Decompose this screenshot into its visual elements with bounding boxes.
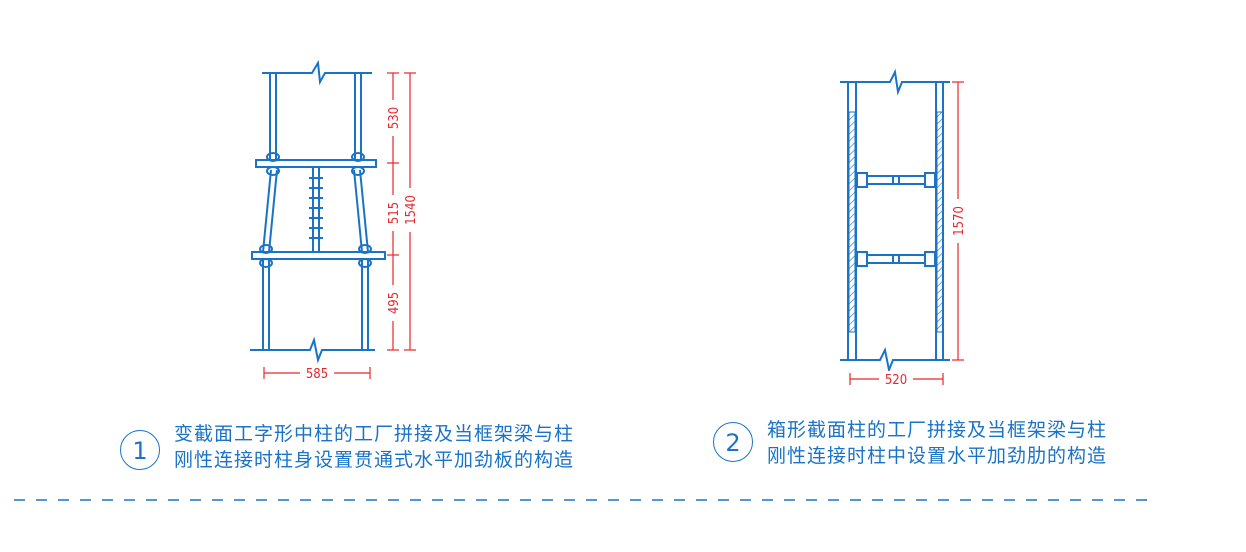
caption-2-line-2: 刚性连接时柱中设置水平加劲肋的构造 <box>767 445 1108 467</box>
break-line-bottom-1 <box>250 336 375 364</box>
break-line-top-2 <box>840 68 950 96</box>
caption-1-line-2: 刚性连接时柱身设置贯通式水平加劲板的构造 <box>174 449 575 471</box>
dim-bottom-495: 495 <box>387 292 402 314</box>
upper-stiffener-plate <box>255 159 377 168</box>
tapered-flange-right <box>353 169 363 253</box>
dim-middle-515: 515 <box>387 202 402 224</box>
tapered-flange-left <box>262 169 272 253</box>
caption-detail-1: 变截面工字形中柱的工厂拼接及当框架梁与柱 刚性连接时柱身设置贯通式水平加劲板的构… <box>174 421 574 473</box>
break-line-top-1 <box>262 59 372 86</box>
dim-width-585: 585 <box>306 367 328 382</box>
dim-width-520: 520 <box>885 373 907 388</box>
break-line-bottom-2 <box>840 346 950 374</box>
upper-diaphragm <box>855 172 937 188</box>
caption-detail-2: 箱形截面柱的工厂拼接及当框架梁与柱 刚性连接时柱中设置水平加劲肋的构造 <box>767 417 1107 469</box>
dim-total-1540: 1540 <box>404 195 419 225</box>
splice-bolts <box>309 177 323 239</box>
lower-diaphragm <box>855 251 937 267</box>
dim-top-530: 530 <box>387 107 402 129</box>
detail-2-drawing: 1570 520 <box>840 68 967 388</box>
detail-number-2: 2 <box>713 422 753 462</box>
dim-total-1570: 1570 <box>952 206 967 236</box>
detail-1-drawing: 530 515 495 1540 585 <box>250 59 419 382</box>
hatched-wall-left <box>848 111 856 333</box>
hatched-wall-right <box>936 111 944 333</box>
caption-1-line-1: 变截面工字形中柱的工厂拼接及当框架梁与柱 <box>174 423 575 445</box>
lower-stiffener-plate <box>251 251 386 260</box>
caption-2-line-1: 箱形截面柱的工厂拼接及当框架梁与柱 <box>767 419 1108 441</box>
detail-number-1: 1 <box>120 430 160 470</box>
